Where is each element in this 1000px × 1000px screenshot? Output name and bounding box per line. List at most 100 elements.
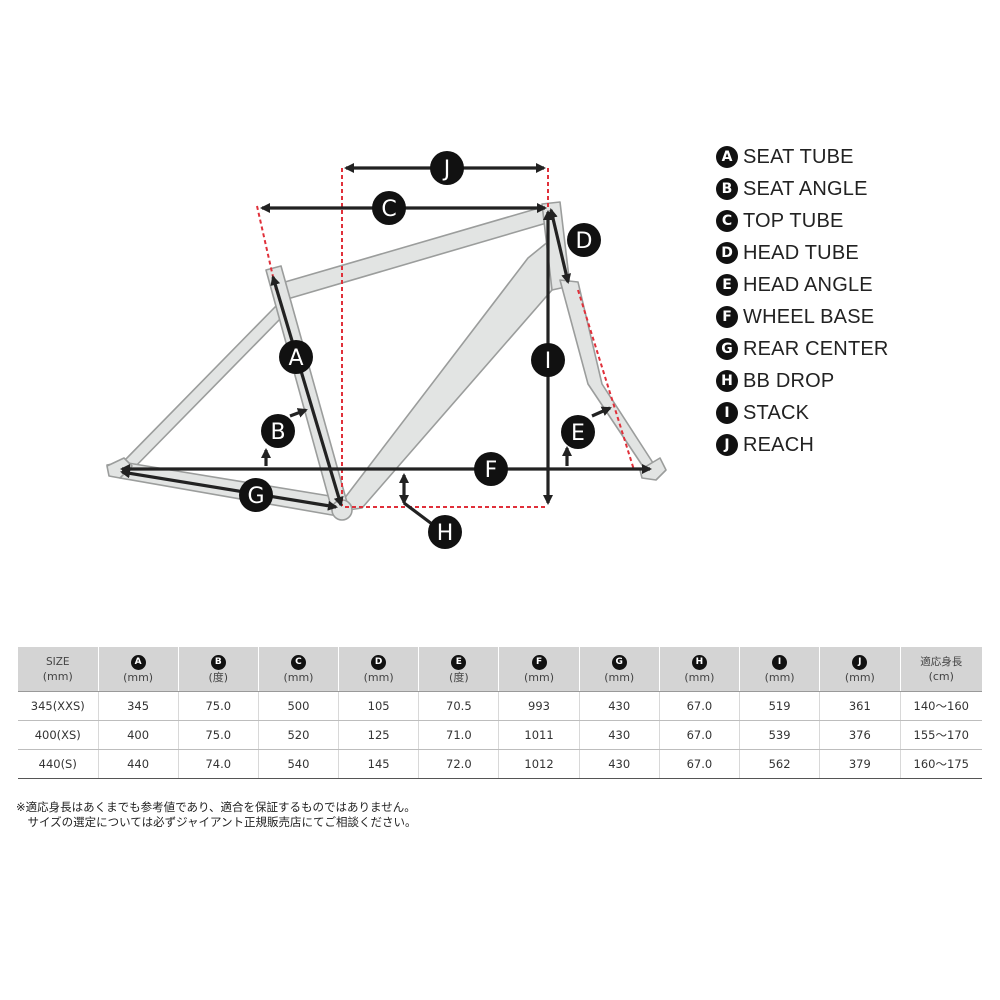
column-header-c: C(mm) (258, 647, 340, 692)
legend-label: HEAD ANGLE (743, 273, 873, 296)
table-cell: 376 (819, 720, 901, 750)
diagram-badge-label: I (545, 349, 552, 374)
angle-e-leader-2 (591, 406, 612, 418)
column-header-f: F(mm) (498, 647, 580, 692)
legend-badge: C (716, 210, 738, 232)
table-cell: 440(S) (18, 749, 99, 779)
legend-label: HEAD TUBE (743, 241, 859, 264)
legend-label: REAR CENTER (743, 337, 889, 360)
diagram-badge-label: A (288, 346, 303, 371)
table-cell: 75.0 (178, 720, 259, 750)
column-unit: (mm) (844, 671, 875, 684)
column-header-j: J(mm) (819, 647, 901, 692)
table-cell: 140～160 (900, 691, 982, 721)
table-cell: 361 (819, 691, 901, 721)
size-header-unit: (mm) (42, 669, 73, 683)
legend-label: SEAT TUBE (743, 145, 854, 168)
column-unit: (mm) (764, 671, 795, 684)
legend-label: REACH (743, 433, 815, 456)
diagram-badge-i: I (531, 343, 565, 377)
legend-badge: H (716, 370, 738, 392)
diagram-badge-e: E (561, 415, 595, 449)
legend-badge: A (716, 146, 738, 168)
h-leader (403, 501, 433, 526)
note-line: サイズの選定については必ずジャイアント正規販売店にてご相談ください。 (16, 815, 417, 829)
legend-badge: G (716, 338, 738, 360)
dimension-d (547, 208, 572, 284)
size-header-label: SIZE (45, 655, 70, 668)
legend-label: TOP TUBE (743, 209, 844, 232)
table-cell: 75.0 (178, 691, 259, 721)
table-cell: 430 (579, 691, 660, 721)
column-badge: E (451, 655, 467, 670)
diagram-badge-label: G (247, 484, 264, 509)
table-cell: 400 (98, 720, 179, 750)
front-dropout (639, 457, 667, 481)
dimension-a (270, 275, 344, 507)
table-cell: 540 (258, 749, 340, 779)
diagram-badge-a: A (279, 340, 313, 374)
table-cell: 155～170 (900, 720, 982, 750)
column-unit: (mm) (123, 671, 154, 684)
table-cell: 993 (498, 691, 580, 721)
column-header-e: E(度) (418, 647, 500, 692)
legend-label: SEAT ANGLE (743, 177, 868, 200)
column-unit: (mm) (684, 671, 715, 684)
column-unit: (度) (449, 671, 469, 684)
column-badge: F (531, 655, 547, 670)
diagram-badge-g: G (239, 478, 273, 512)
column-unit: (mm) (283, 671, 314, 684)
diagram-badge-d: D (567, 223, 601, 257)
size-header: SIZE(mm) (18, 647, 99, 692)
table-cell: 70.5 (418, 691, 500, 721)
legend-label: WHEEL BASE (743, 305, 875, 328)
height-header-label: 適応身長 (920, 655, 963, 668)
legend-badge: F (716, 306, 738, 328)
legend-badge: I (716, 402, 738, 424)
table-cell: 400(XS) (18, 720, 99, 750)
table-cell: 345(XXS) (18, 691, 99, 721)
column-unit: (mm) (524, 671, 555, 684)
diagram-badge-label: E (571, 421, 585, 446)
diagram-badge-label: F (485, 458, 498, 483)
column-header-g: G(mm) (579, 647, 660, 692)
table-cell: 539 (739, 720, 821, 750)
column-badge: I (772, 655, 788, 670)
table-cell: 72.0 (418, 749, 500, 779)
column-badge: G (611, 655, 627, 670)
seat-stay (106, 305, 284, 475)
legend-badge: J (716, 434, 738, 456)
diagram-badge-label: H (437, 521, 454, 546)
diagram-badge-label: D (576, 229, 593, 254)
diagram-badge-b: B (261, 414, 295, 448)
column-badge: J (852, 655, 868, 670)
legend-label: STACK (743, 401, 810, 424)
column-badge: B (210, 655, 226, 670)
legend-badge: E (716, 274, 738, 296)
table-cell: 67.0 (659, 749, 741, 779)
table-cell: 71.0 (418, 720, 500, 750)
table-cell: 1012 (498, 749, 580, 779)
table-cell: 145 (338, 749, 420, 779)
table-cell: 379 (819, 749, 901, 779)
table-cell: 519 (739, 691, 821, 721)
angle-b-leader-2 (289, 408, 308, 418)
column-badge: H (691, 655, 707, 670)
column-unit: (mm) (604, 671, 635, 684)
diagram-badge-h: H (428, 515, 462, 549)
column-badge: C (290, 655, 306, 670)
column-header-h: H(mm) (659, 647, 741, 692)
diagram-badge-label: C (381, 197, 396, 222)
height-header-unit: (cm) (928, 669, 954, 683)
column-header-a: A(mm) (98, 647, 179, 692)
